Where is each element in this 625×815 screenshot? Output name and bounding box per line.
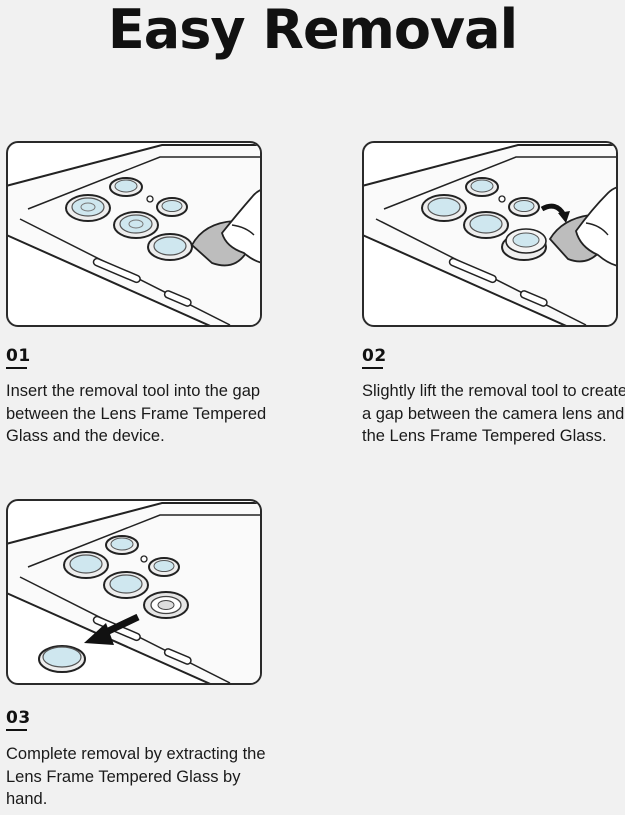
phone-camera-illustration [8,502,260,683]
step-2-illustration [362,141,618,327]
page-title: Easy Removal [107,0,518,61]
phone-camera-illustration [8,144,260,325]
camera-lens-icon [65,194,111,222]
step-2-underline [362,367,383,369]
step-1-underline [6,367,27,369]
step-1-description: Insert the removal tool into the gap bet… [6,382,267,445]
step-1-illustration [6,141,262,327]
step-3-illustration [6,499,262,685]
step-2-description: Slightly lift the removal tool to create… [362,382,625,445]
step-3-number: 03 [6,708,31,728]
step-3-description: Complete removal by extracting the Lens … [6,745,266,808]
finger-icon [575,186,616,267]
finger-icon [221,189,260,264]
phone-camera-illustration [364,144,616,325]
step-2-number: 02 [362,346,387,366]
removed-lens-glass-icon [38,645,86,673]
step-3-underline [6,729,27,731]
step-1-number: 01 [6,346,31,366]
